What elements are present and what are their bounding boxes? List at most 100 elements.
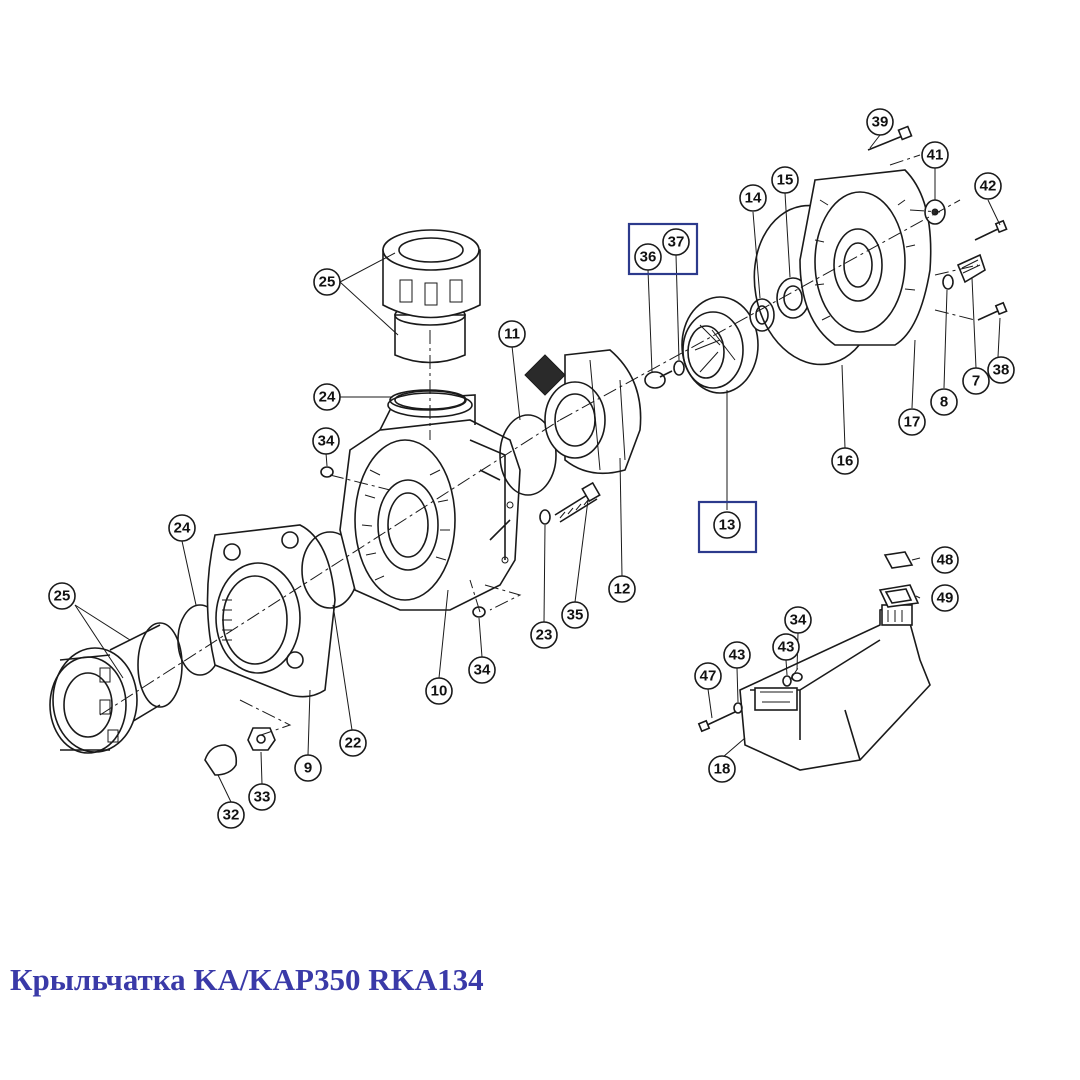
svg-text:34: 34 bbox=[790, 612, 807, 629]
callout-34-bottom: 34 bbox=[468, 656, 496, 684]
part-35-screw bbox=[554, 481, 601, 523]
part-43-washer-a bbox=[733, 702, 743, 714]
part-33-nut bbox=[247, 727, 276, 751]
svg-text:36: 36 bbox=[640, 249, 657, 266]
callout-25-top: 25 bbox=[313, 268, 341, 296]
svg-text:25: 25 bbox=[319, 274, 336, 291]
svg-text:16: 16 bbox=[837, 453, 854, 470]
svg-text:25: 25 bbox=[54, 588, 71, 605]
svg-text:37: 37 bbox=[668, 234, 685, 251]
callout-13: 13 bbox=[713, 511, 741, 539]
callout-37: 37 bbox=[662, 228, 690, 256]
svg-text:41: 41 bbox=[927, 147, 944, 164]
callout-17: 17 bbox=[898, 408, 926, 436]
svg-text:39: 39 bbox=[872, 114, 889, 131]
callout-38: 38 bbox=[987, 356, 1015, 384]
caption: Крыльчатка KA/KAP350 RKA134 bbox=[10, 962, 484, 997]
callout-43-left: 43 bbox=[723, 641, 751, 669]
svg-text:8: 8 bbox=[940, 394, 948, 411]
callout-34-top: 34 bbox=[312, 427, 340, 455]
svg-text:18: 18 bbox=[714, 761, 731, 778]
callout-23: 23 bbox=[530, 621, 558, 649]
part-42-screw bbox=[974, 219, 1008, 241]
svg-text:14: 14 bbox=[745, 190, 762, 207]
svg-text:11: 11 bbox=[504, 326, 520, 343]
callout-43-stand: 43 bbox=[772, 633, 800, 661]
callout-22: 22 bbox=[339, 729, 367, 757]
svg-text:7: 7 bbox=[972, 373, 980, 390]
callout-24-top: 24 bbox=[313, 383, 341, 411]
callout-49: 49 bbox=[931, 584, 959, 612]
part-34-nut-bottom bbox=[472, 606, 486, 618]
svg-text:43: 43 bbox=[729, 647, 746, 664]
part-7-terminal bbox=[956, 253, 986, 284]
part-34-nut-top bbox=[320, 466, 334, 478]
svg-text:32: 32 bbox=[223, 807, 240, 824]
svg-text:47: 47 bbox=[700, 668, 717, 685]
callout-24-left: 24 bbox=[168, 514, 196, 542]
part-39-bolt bbox=[867, 125, 913, 151]
part-11-oring bbox=[499, 414, 557, 496]
part-12-diffuser bbox=[524, 349, 642, 475]
callout-15: 15 bbox=[771, 166, 799, 194]
callout-10: 10 bbox=[425, 677, 453, 705]
part-8-washer bbox=[942, 274, 954, 290]
part-36-nut bbox=[644, 370, 673, 389]
part-37-washer bbox=[673, 360, 685, 376]
callout-35: 35 bbox=[561, 601, 589, 629]
svg-text:9: 9 bbox=[304, 760, 312, 777]
callout-41: 41 bbox=[921, 141, 949, 169]
svg-text:10: 10 bbox=[431, 683, 448, 700]
callout-11: 11 bbox=[498, 320, 526, 348]
svg-text:34: 34 bbox=[318, 433, 335, 450]
svg-text:15: 15 bbox=[777, 172, 794, 189]
highlight-box-36-37 bbox=[627, 222, 699, 276]
svg-text:42: 42 bbox=[980, 178, 997, 195]
callout-33: 33 bbox=[248, 783, 276, 811]
callout-9: 9 bbox=[294, 754, 322, 782]
part-32-cap bbox=[204, 744, 238, 776]
part-23-oring bbox=[539, 509, 551, 525]
part-24-top-oring bbox=[389, 389, 467, 411]
callout-16: 16 bbox=[831, 447, 859, 475]
part-25-left-union bbox=[49, 622, 183, 754]
callout-34-stand: 34 bbox=[784, 606, 812, 634]
part-25-top-union bbox=[382, 229, 481, 364]
callout-32: 32 bbox=[217, 801, 245, 829]
callout-14: 14 bbox=[739, 184, 767, 212]
leader-lines bbox=[74, 134, 1001, 803]
part-43-washer-b bbox=[782, 675, 792, 687]
part-13-impeller bbox=[681, 296, 759, 394]
highlight-box-13 bbox=[697, 500, 758, 554]
svg-text:35: 35 bbox=[567, 607, 584, 624]
svg-text:49: 49 bbox=[937, 590, 954, 607]
part-10-pump-housing bbox=[339, 390, 521, 611]
svg-text:13: 13 bbox=[719, 517, 736, 534]
part-38-screw bbox=[977, 301, 1008, 321]
part-18-stand bbox=[739, 604, 931, 771]
svg-text:23: 23 bbox=[536, 627, 553, 644]
part-48-plug bbox=[883, 551, 914, 569]
svg-text:24: 24 bbox=[319, 389, 336, 406]
part-49-frame bbox=[878, 584, 920, 608]
callout-39: 39 bbox=[866, 108, 894, 136]
callout-12: 12 bbox=[608, 575, 636, 603]
svg-text:33: 33 bbox=[254, 789, 271, 806]
svg-text:48: 48 bbox=[937, 552, 954, 569]
callout-47: 47 bbox=[694, 662, 722, 690]
callout-7: 7 bbox=[962, 367, 990, 395]
svg-text:12: 12 bbox=[614, 581, 631, 598]
part-17-back-plate bbox=[799, 169, 932, 346]
svg-text:17: 17 bbox=[904, 414, 921, 431]
callout-18: 18 bbox=[708, 755, 736, 783]
callout-25-left: 25 bbox=[48, 582, 76, 610]
callout-42: 42 bbox=[974, 172, 1002, 200]
svg-text:24: 24 bbox=[174, 520, 191, 537]
assembly-lines bbox=[99, 154, 979, 736]
callout-48: 48 bbox=[931, 546, 959, 574]
svg-text:22: 22 bbox=[345, 735, 362, 752]
svg-text:34: 34 bbox=[474, 662, 491, 679]
callout-8: 8 bbox=[930, 388, 958, 416]
svg-text:43: 43 bbox=[778, 639, 795, 656]
